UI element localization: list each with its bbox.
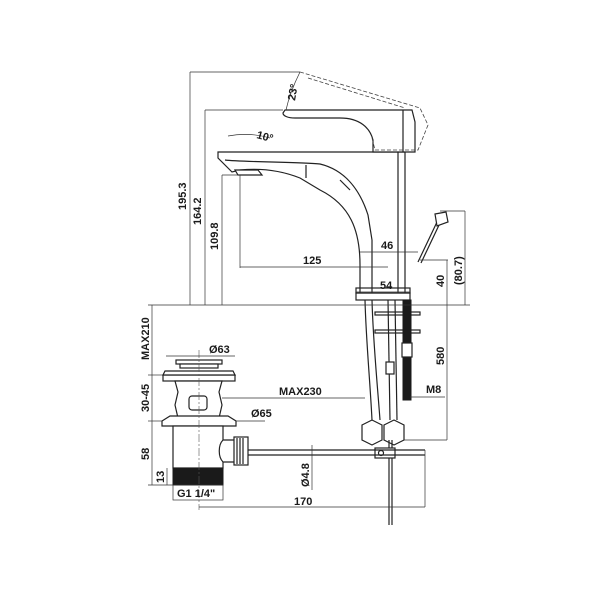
- thread-length-label: 13: [155, 471, 167, 483]
- angle-lever-label: 23°: [286, 83, 301, 101]
- knob-height-label: (80.7): [453, 256, 465, 285]
- max-deck-label: MAX210: [140, 317, 152, 360]
- rod-diameter-label: Ø4.8: [300, 463, 312, 487]
- spout-reach-label: 125: [303, 255, 321, 267]
- angle-spout-label: 10°: [255, 129, 274, 145]
- hose-length-label: 580: [435, 347, 447, 365]
- faucet-body: [217, 151, 411, 301]
- popup-waste: [161, 350, 425, 510]
- pull-rod: [417, 211, 449, 264]
- plug-diameter-label: Ø63: [209, 344, 230, 356]
- max-rod-distance-label: MAX230: [279, 386, 322, 398]
- dimension-labels: 23° 10° 195.3 164.2 109.8 (80.7) 40 580 …: [140, 83, 465, 508]
- waste-height-label: 58: [140, 448, 152, 460]
- rod-height-label: 40: [435, 275, 447, 287]
- lever-height-label: 164.2: [192, 197, 204, 225]
- spout-outlet-height-label: 109.8: [209, 222, 221, 250]
- lever-handle: [282, 71, 429, 153]
- dimension-lines: [148, 71, 470, 508]
- waste-thread-label: G1 1/4": [177, 488, 215, 500]
- under-deck-hardware: [361, 299, 421, 525]
- stud-thread-label: M8: [426, 384, 441, 396]
- body-width-label: 46: [381, 240, 393, 252]
- rod-length-label: 170: [294, 496, 312, 508]
- waste-range-label: 30-45: [140, 384, 152, 412]
- flange-diameter-label: Ø65: [251, 408, 272, 420]
- base-width-label: 54: [380, 280, 393, 292]
- overall-height-label: 195.3: [177, 182, 189, 210]
